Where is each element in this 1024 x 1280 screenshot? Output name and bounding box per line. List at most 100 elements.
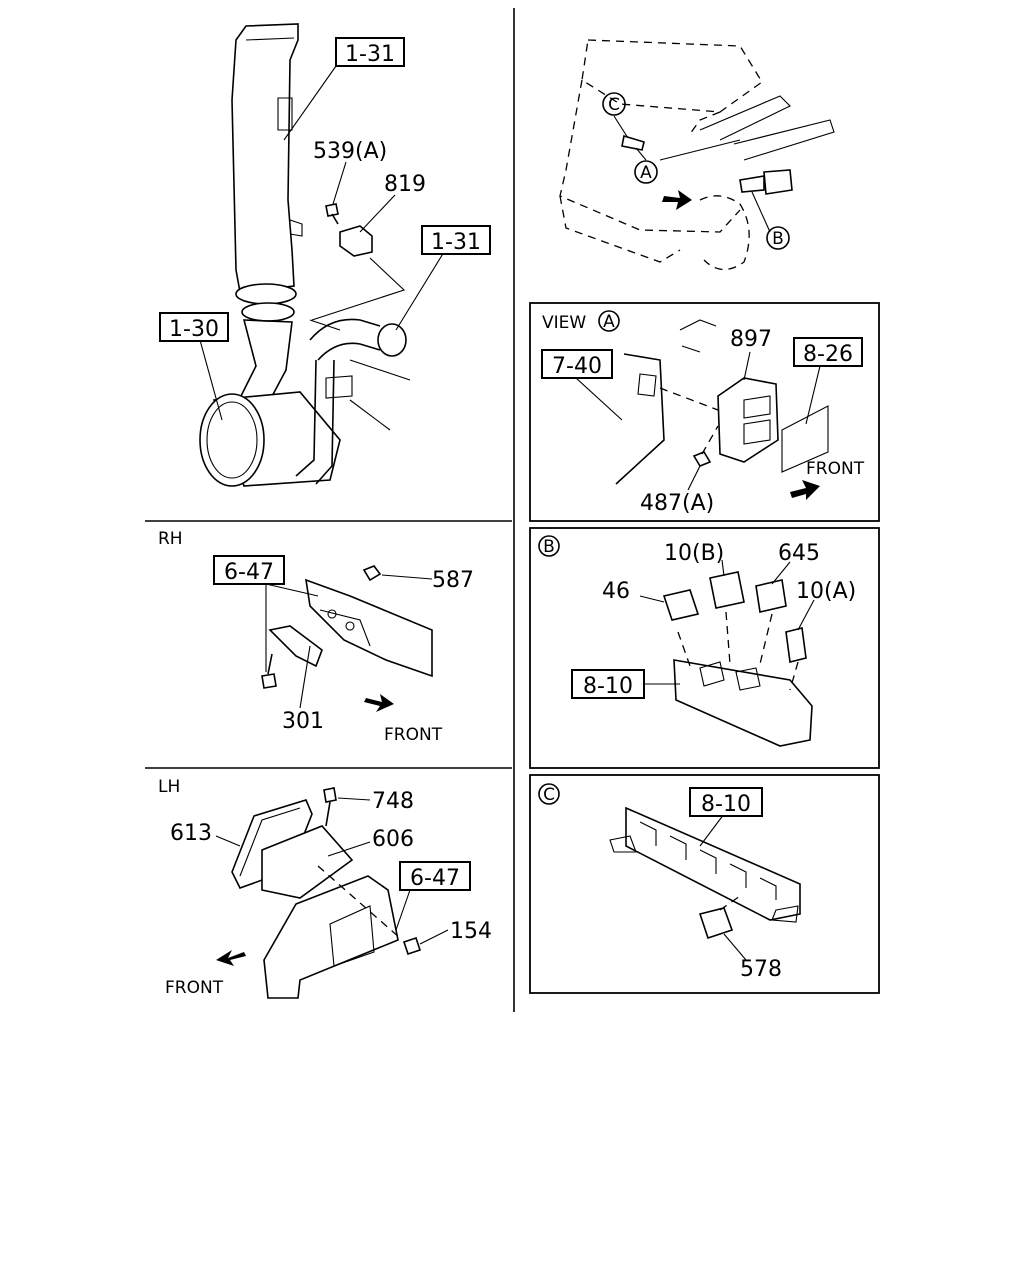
ecu-613 — [231, 799, 313, 889]
connector-block-tab-right — [771, 905, 799, 923]
lh-ecu-illustration — [215, 787, 449, 999]
front-lh-label: FRONT — [165, 978, 224, 998]
leader-marker-a — [635, 147, 647, 161]
leader-645 — [771, 561, 791, 585]
ref-6-47-lh: 6-47 — [399, 861, 471, 891]
nut-487a — [692, 451, 712, 467]
ecu-613-edge — [239, 807, 301, 877]
relay-897-face-2 — [743, 419, 771, 445]
marker-a-label: A — [640, 163, 652, 183]
part-10a-label: 10(A) — [796, 579, 856, 604]
front-arrow-cab — [662, 190, 692, 210]
section-rh-label: RH — [158, 529, 183, 549]
ref-8-10-b-label: 8-10 — [583, 674, 633, 699]
marker-c-label: C — [608, 95, 620, 115]
view-a-harness — [679, 319, 717, 353]
cab-bumper — [559, 195, 681, 263]
ref-1-31-top-label: 1-31 — [345, 42, 395, 67]
leader-613 — [215, 835, 241, 847]
part-613-label: 613 — [170, 821, 212, 846]
cab-wiper-arm — [699, 95, 791, 141]
relay-box-b — [739, 175, 765, 193]
ref-6-47-rh: 6-47 — [213, 555, 285, 585]
frame-rail — [349, 359, 411, 431]
relay-10b — [709, 571, 745, 609]
connector-block-tab-left — [609, 835, 637, 853]
part-897-label: 897 — [730, 327, 772, 352]
leader-819-connector — [311, 257, 406, 321]
leader-10b — [721, 559, 725, 577]
detail-c-marker-label: C — [543, 785, 555, 805]
duct-edge — [245, 37, 295, 41]
bolt-rh — [261, 653, 277, 689]
relay-645 — [755, 579, 787, 613]
leader-1-31-mid — [395, 251, 445, 331]
connector-c — [621, 134, 645, 151]
detail-c-illustration — [609, 806, 801, 961]
leader-587 — [381, 574, 433, 580]
air-cleaner-cap — [199, 393, 265, 487]
duct-bellow-1 — [235, 283, 297, 305]
duct-clip — [277, 97, 293, 131]
detail-c-dash — [719, 895, 741, 911]
leader-819 — [359, 194, 396, 233]
ref-8-10-c-label: 8-10 — [701, 792, 751, 817]
leader-8-10-c — [699, 813, 725, 847]
part-539a-label: 539(A) — [313, 139, 387, 164]
hose-clamp — [309, 319, 341, 331]
view-a-title: VIEW — [542, 313, 586, 333]
rh-bracket-hole-2 — [345, 621, 355, 631]
sensor-819 — [339, 225, 373, 257]
rh-bracket-hole-1 — [327, 609, 337, 619]
ref-6-47-lh-label: 6-47 — [410, 866, 460, 891]
relay-10a — [785, 627, 807, 663]
marker-b-circle — [766, 226, 790, 250]
intake-assembly-illustration — [199, 23, 445, 487]
cab-panel-line — [659, 139, 741, 161]
hose-bracket — [325, 375, 353, 399]
intake-hose — [309, 318, 381, 361]
part-606-label: 606 — [372, 827, 414, 852]
ref-8-10-c: 8-10 — [689, 787, 763, 817]
leader-578 — [723, 933, 747, 961]
lh-assembly-dash — [317, 865, 401, 939]
part-301-label: 301 — [282, 709, 324, 734]
leader-1-31-top — [283, 65, 337, 141]
front-arrow-view-a — [790, 480, 820, 500]
view-a-marker-circle — [598, 310, 620, 332]
cab-front — [559, 79, 741, 233]
ref-1-31-mid: 1-31 — [421, 225, 491, 255]
ref-7-40: 7-40 — [541, 349, 613, 379]
relay-578 — [698, 907, 734, 940]
leader-897 — [743, 351, 751, 381]
leader-748 — [337, 797, 371, 801]
view-a-illustration — [575, 319, 829, 500]
leader-487a — [687, 465, 701, 491]
ref-8-10-b: 8-10 — [571, 669, 645, 699]
panel-dividers — [145, 8, 515, 1012]
sensor-301 — [268, 625, 323, 668]
air-cleaner-rim — [206, 401, 258, 479]
marker-a-circle — [634, 160, 658, 184]
part-587-label: 587 — [432, 568, 474, 593]
rh-bracket-illustration — [261, 565, 433, 712]
cab-windshield-edge — [689, 111, 721, 135]
front-arrow-lh — [216, 950, 246, 966]
ref-7-40-label: 7-40 — [552, 354, 602, 379]
leader-marker-c — [613, 115, 629, 139]
detail-b-frame — [529, 527, 880, 769]
part-154-label: 154 — [450, 919, 492, 944]
ref-1-30-label: 1-30 — [169, 317, 219, 342]
hose-pipe — [295, 359, 335, 485]
ref-8-26: 8-26 — [793, 337, 863, 367]
relay-box-b-cover — [763, 169, 793, 195]
bracket-606 — [261, 825, 354, 899]
relay-46 — [662, 589, 700, 621]
lh-mount-plate — [329, 905, 375, 967]
rh-bracket — [305, 578, 433, 678]
part-46-label: 46 — [602, 579, 630, 604]
fuse-box-base-edge — [675, 699, 781, 747]
cab-frame-rail — [733, 119, 835, 161]
marker-c-circle — [602, 92, 626, 116]
